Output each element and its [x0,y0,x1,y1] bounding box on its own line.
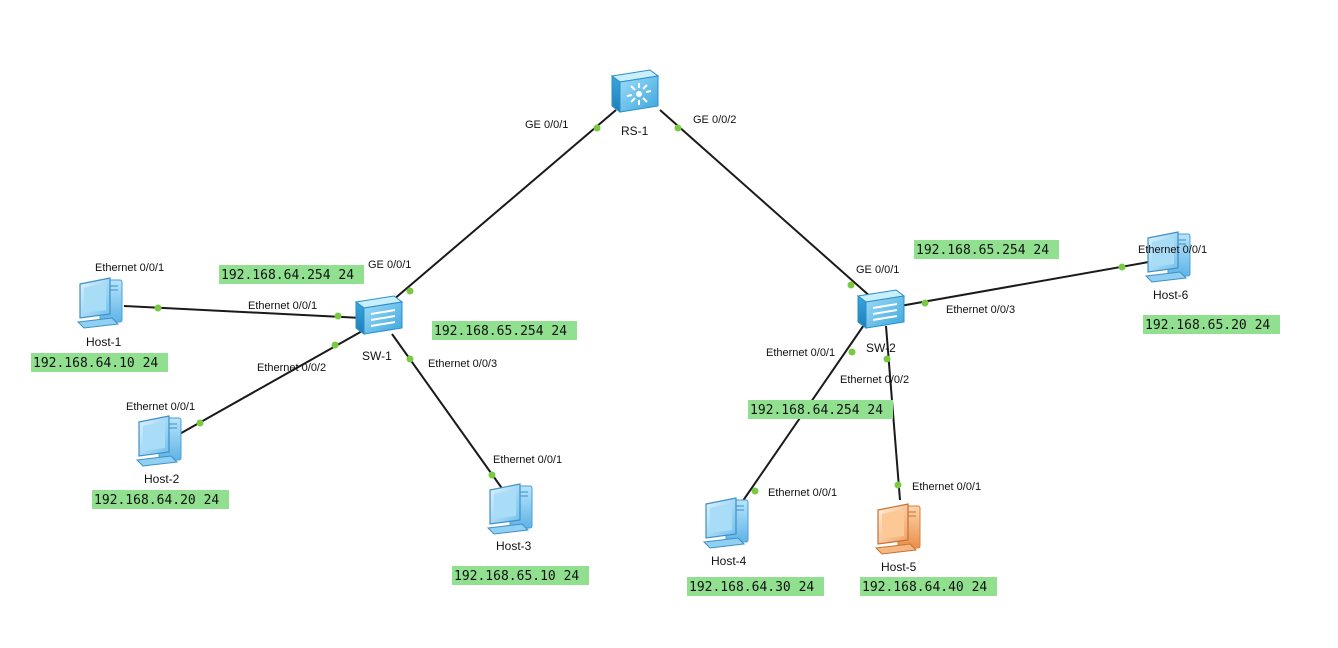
link-host6-sw2[interactable] [899,259,1161,307]
ip-text-host1: 192.168.64.10 24 [33,356,158,371]
device-host2[interactable]: Host-2 [136,415,182,486]
device-sw1[interactable]: SW-1 [355,295,403,363]
ip-text-sw1-vlan65: 192.168.65.254 24 [434,324,567,339]
device-host3[interactable]: Host-3 [487,483,533,553]
port-dot-host4-e1[interactable] [751,487,759,495]
ip-tag-host4: 192.168.64.30 24 [687,577,824,596]
port-dot-host1-e1[interactable] [154,304,162,312]
device-label-rs1: RS-1 [621,124,649,138]
ip-tag-host6: 192.168.65.20 24 [1143,315,1280,334]
ip-text-sw2-vlan64: 192.168.64.254 24 [750,403,883,418]
port-label-sw1-ge1: GE 0/0/1 [368,259,411,271]
link-rs1-sw1[interactable] [385,109,617,307]
pc-icon[interactable] [136,415,182,467]
device-host5[interactable]: Host-5 [875,503,921,574]
ip-text-sw2-vlan65: 192.168.65.254 24 [916,243,1049,258]
ip-tag-host3: 192.168.65.10 24 [452,566,589,585]
device-label-host3: Host-3 [496,539,532,553]
ip-text-host5: 192.168.64.40 24 [862,580,987,595]
pc-icon[interactable] [875,503,921,555]
device-label-host5: Host-5 [881,560,917,574]
port-dot-rs1-ge2[interactable] [674,124,682,132]
port-dot-sw2-e3[interactable] [921,299,929,307]
port-label-sw2-e3: Ethernet 0/0/3 [946,304,1015,316]
link-rs1-sw2[interactable] [659,109,873,299]
port-label-host5-e1: Ethernet 0/0/1 [912,481,981,493]
device-sw2[interactable]: SW-2 [857,289,905,355]
switch-icon[interactable] [355,295,403,335]
pc-icon[interactable] [487,483,533,535]
ip-text-host3: 192.168.65.10 24 [454,569,579,584]
ip-tag-host2: 192.168.64.20 24 [92,490,229,509]
port-label-host6-e1: Ethernet 0/0/1 [1138,244,1207,256]
port-dot-sw2-e1[interactable] [848,348,856,356]
device-label-host6: Host-6 [1153,288,1189,302]
switch-icon[interactable] [857,289,905,329]
ip-tag-host5: 192.168.64.40 24 [860,577,997,596]
device-label-sw2: SW-2 [866,341,896,355]
port-dot-host6-e1[interactable] [1118,263,1126,271]
port-label-sw2-e1: Ethernet 0/0/1 [766,347,835,359]
ip-tag-sw1-vlan64: 192.168.64.254 24 [219,265,364,284]
port-label-sw1-e2: Ethernet 0/0/2 [257,362,326,374]
device-label-sw1: SW-1 [362,349,392,363]
port-dot-host5-e1[interactable] [894,481,902,489]
port-dot-host3-e1[interactable] [488,471,496,479]
port-label-rs1-ge1: GE 0/0/1 [525,119,568,131]
ip-text-host6: 192.168.65.20 24 [1145,318,1270,333]
port-label-sw1-e1: Ethernet 0/0/1 [248,300,317,312]
port-label-host1-e1: Ethernet 0/0/1 [95,262,164,274]
port-label-sw1-e3: Ethernet 0/0/3 [428,358,497,370]
port-dot-sw2-ge1[interactable] [847,281,855,289]
pc-icon[interactable] [1145,231,1191,283]
device-label-host4: Host-4 [711,554,747,568]
port-label-rs1-ge2: GE 0/0/2 [693,114,736,126]
pc-icon[interactable] [77,277,123,329]
ip-tags: 192.168.64.254 24 192.168.65.254 24 192.… [31,240,1280,596]
router-switch-icon[interactable] [611,69,659,113]
port-label-host2-e1: Ethernet 0/0/1 [126,401,195,413]
ip-tag-host1: 192.168.64.10 24 [31,353,168,372]
port-label-host3-e1: Ethernet 0/0/1 [493,454,562,466]
port-label-sw2-e2: Ethernet 0/0/2 [840,374,909,386]
ip-text-host2: 192.168.64.20 24 [94,493,219,508]
port-dot-sw2-e2[interactable] [883,355,891,363]
link-host2-sw1[interactable] [175,329,365,437]
port-label-sw2-ge1: GE 0/0/1 [856,264,899,276]
port-dot-host2-e1[interactable] [196,419,204,427]
device-label-host2: Host-2 [144,472,180,486]
port-dots [154,124,1126,495]
link-host1-sw1[interactable] [123,305,363,319]
port-dot-sw1-ge1[interactable] [406,287,414,295]
device-label-host1: Host-1 [86,335,122,349]
ip-text-sw1-vlan64: 192.168.64.254 24 [221,268,354,283]
port-dot-rs1-ge1[interactable] [593,124,601,132]
port-labels: GE 0/0/1 GE 0/0/2 GE 0/0/1 Ethernet 0/0/… [95,114,1207,499]
device-host6[interactable]: Host-6 [1145,231,1191,302]
ip-tag-sw2-vlan64: 192.168.64.254 24 [748,400,893,419]
ip-tag-sw2-vlan65: 192.168.65.254 24 [914,240,1059,259]
port-label-host4-e1: Ethernet 0/0/1 [768,487,837,499]
port-dot-sw1-e2[interactable] [331,341,339,349]
device-host4[interactable]: Host-4 [703,497,749,568]
device-host1[interactable]: Host-1 [77,277,123,349]
port-dot-sw1-e3[interactable] [406,355,414,363]
port-dot-sw1-e1[interactable] [334,312,342,320]
device-rs1[interactable]: RS-1 [611,69,659,138]
ip-text-host4: 192.168.64.30 24 [689,580,814,595]
pc-icon[interactable] [703,497,749,549]
ip-tag-sw1-vlan65: 192.168.65.254 24 [432,321,577,340]
